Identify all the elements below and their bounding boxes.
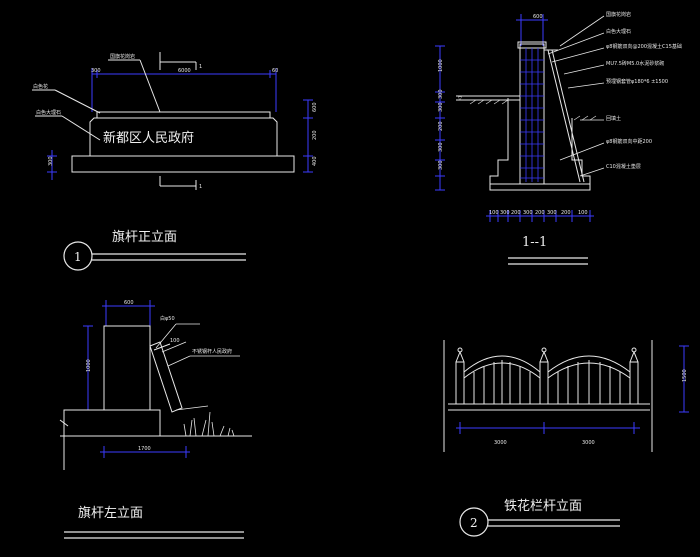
railing-dim-right: 3000 [582,440,595,446]
front-elevation: 300 6000 60 1 1 国旗花岗岩 白色花 白色大理石 [32,52,318,271]
section-title: 1--1 [522,235,547,250]
section-dim-bottom-6: 300 [547,210,557,216]
railing-title-circle [459,507,489,537]
section-dim-bottom-5: 200 [535,210,545,216]
front-right-dimension [303,99,313,173]
section-left-dimension [435,45,445,191]
front-dim-top-mid: 6000 [178,68,191,74]
section-cut-marks [159,52,197,190]
front-dim-top-left: 300 [91,68,101,74]
front-dim-side-3: 400 [312,156,318,166]
section-dim-left-4: 200 [438,121,444,131]
section-dim-left-1: 1000 [438,59,444,72]
section-top-dimension [516,14,548,46]
side-pedestal [59,325,252,470]
section-note-3: φ8钢筋双向@200混凝土C15基础 [606,43,682,50]
section-structure [456,41,591,191]
front-title: 旗杆正立面 [112,229,177,245]
front-note-left-1: 白色花 [33,83,48,90]
section-dim-left-5: 300 [438,142,444,152]
side-flagpole [149,341,183,413]
railing-bottom-dimension [456,422,640,434]
section-dim-top: 600 [533,14,543,20]
front-pedestal [71,111,295,173]
front-dim-top-right: 60 [272,68,278,74]
front-dim-side-2: 200 [312,130,318,140]
side-top-dimension [102,300,155,326]
side-leaders [155,323,240,411]
section-dim-bottom-4: 300 [523,210,533,216]
section-level-mark: ▽ [458,96,462,102]
railing-posts [455,347,639,405]
section-dim-left-2: 300 [438,89,444,99]
section-note-7: φ8钢筋双向中距200 [606,138,652,145]
section-note-1: 国旗花岗岩 [606,11,631,18]
railing-panels [463,355,631,404]
section-dim-left-6: 300 [438,160,444,170]
section-dim-bottom-1: 100 [489,210,499,216]
front-top-dimension [91,68,277,112]
side-bottom-dimension [100,446,190,458]
railing-title-number: 2 [470,516,478,530]
section-soil-hatch [469,99,597,121]
side-dim-left: 1000 [86,359,92,372]
front-title-circle [63,241,93,271]
railing-elevation: 1500 [443,340,689,537]
section-dim-bottom-2: 300 [500,210,510,216]
side-elevation: 600 1000 [59,300,252,539]
section-mark-top: 1 [199,64,202,70]
section-leaders [547,15,605,177]
railing-title: 铁花栏杆立面 [504,498,582,514]
section-dim-bottom-8: 100 [578,210,588,216]
section-dim-bottom-7: 200 [561,210,571,216]
section-note-5: 预埋钢套管φ180*6 ±1500 [606,78,668,85]
side-note-2: 100 [170,338,180,344]
section-note-6: 回填土 [606,115,621,122]
front-title-number: 1 [74,250,82,264]
section-dim-left-3: 300 [438,102,444,112]
railing-dim-height: 1500 [682,369,688,382]
front-dim-side-1: 600 [312,102,318,112]
side-note-1: 白φ50 [160,315,175,322]
section-bottom-dimension [486,210,594,222]
railing-height-dimension [679,345,689,413]
front-note-top: 国旗花岗岩 [110,53,135,60]
side-title: 旗杆左立面 [78,505,143,521]
section-mark-bottom: 1 [199,184,202,190]
railing-frame [443,340,653,452]
front-inscription: 新都区人民政府 [103,130,194,146]
side-dim-top: 600 [124,300,134,306]
front-left-dimension [47,150,57,180]
side-note-3: 不锈钢杆人民政府 [192,348,232,355]
side-grass [183,411,235,437]
side-dim-bottom: 1700 [138,446,151,452]
railing-dim-left: 3000 [494,440,507,446]
section-rebar [520,48,544,182]
section-note-8: C10混凝土垫层 [606,163,641,170]
front-dim-left-1: 300 [48,156,54,166]
front-note-left-2: 白色大理石 [36,109,61,116]
section-note-2: 白色大理石 [606,28,631,35]
section-1-1: 600 1000 300 300 200 300 300 [435,11,682,265]
section-note-4: MU7.5砖M5.0水泥砂浆砌 [606,60,664,67]
section-dim-bottom-3: 200 [511,210,521,216]
